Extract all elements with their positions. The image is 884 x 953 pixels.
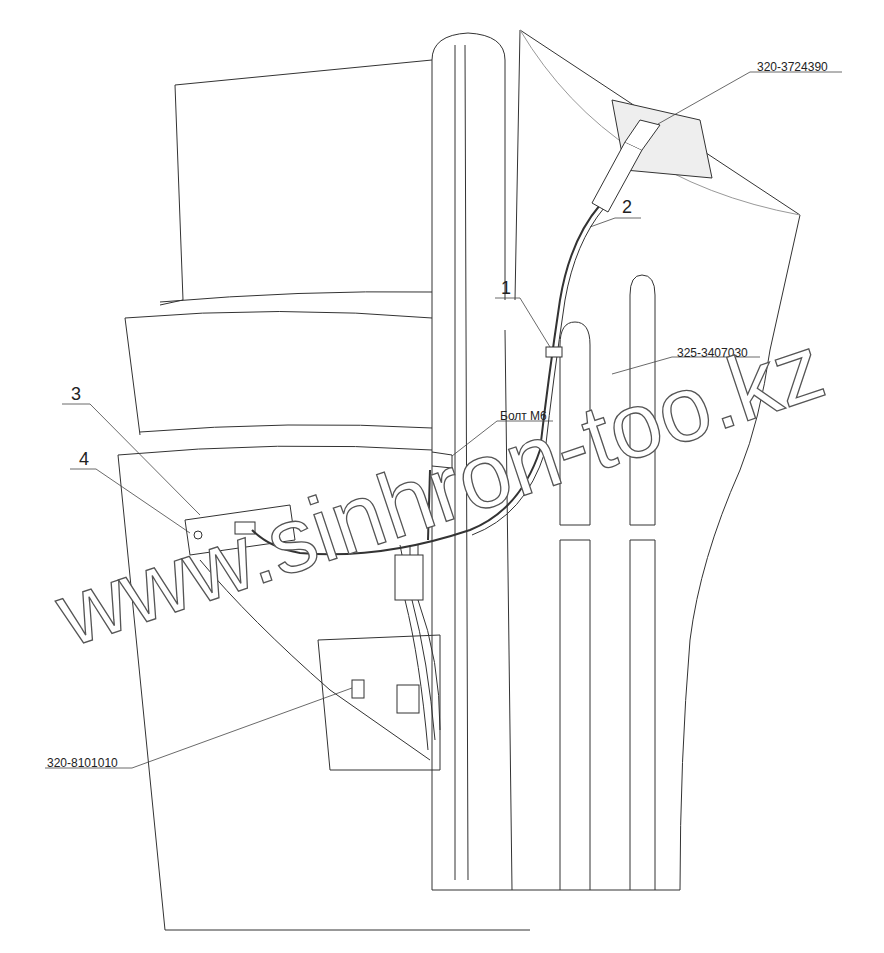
panel-edge [125, 312, 432, 319]
rod [560, 525, 655, 540]
watermark-holder: www.sinhron-too.kz [46, 319, 834, 660]
panel-edge [175, 60, 432, 85]
callout-number-holder: 1 [501, 279, 511, 298]
connector [592, 142, 642, 212]
part-number: 320-3724390 [757, 60, 828, 74]
heater-detail [397, 685, 419, 713]
leader-line [62, 404, 200, 515]
panel-edge [160, 85, 183, 305]
leader-line [590, 218, 641, 227]
part-number: 320-8101010 [47, 756, 118, 770]
pillar [432, 33, 505, 300]
callout-number: 3 [71, 384, 81, 404]
leader-line [658, 72, 842, 124]
watermark: www.sinhron-too.kz [44, 314, 836, 666]
callout-number-holder: 2 [622, 198, 632, 217]
rod [630, 540, 655, 890]
wire [405, 600, 440, 750]
leader-line [495, 298, 550, 347]
callout-number: 2 [622, 197, 632, 217]
panel-edge [160, 292, 432, 302]
part-number-holder: 320-3724390 [757, 57, 828, 75]
part-number-holder: 320-8101010 [47, 753, 118, 771]
clamp [546, 347, 562, 357]
callout-number-holder: 3 [71, 385, 81, 404]
leader-line [70, 469, 190, 533]
panel-edge [140, 425, 432, 432]
panel-edge [125, 318, 140, 435]
leader-lines [45, 72, 842, 768]
callout-number: 4 [79, 449, 89, 469]
plug [395, 555, 423, 600]
rod [560, 540, 590, 890]
callout-number-holder: 4 [79, 450, 89, 469]
heater-detail [352, 680, 364, 698]
right-panel [515, 30, 520, 300]
heater-unit [318, 635, 440, 770]
callout-number: 1 [501, 278, 511, 298]
connector [625, 120, 660, 150]
